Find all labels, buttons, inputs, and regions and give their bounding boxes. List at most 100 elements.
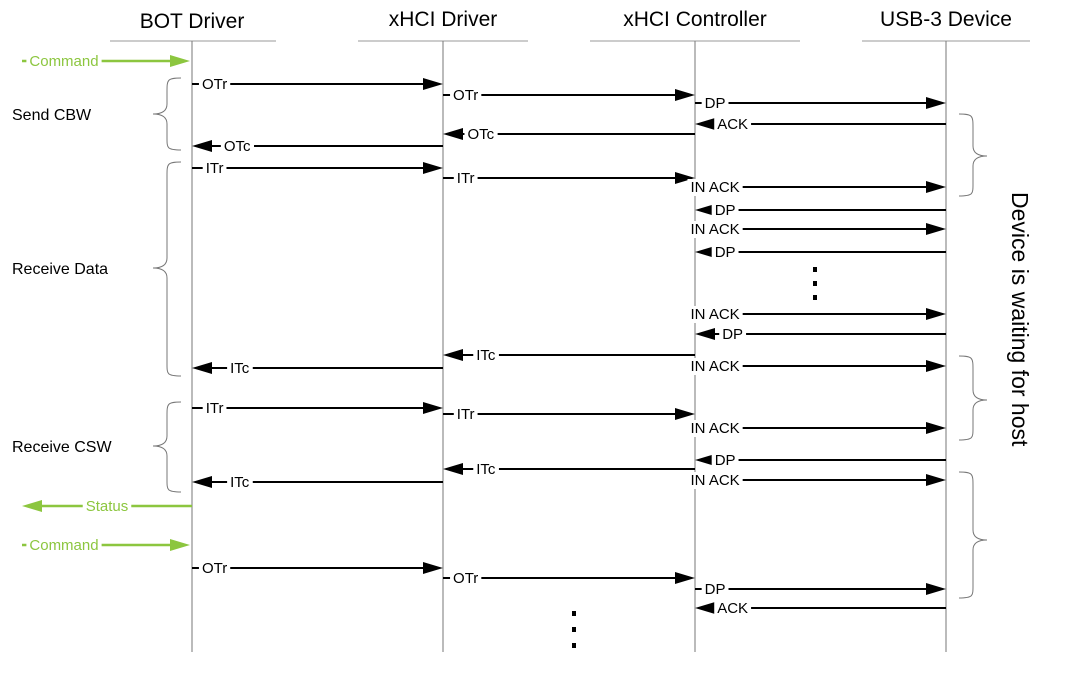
message-label: OTr	[202, 76, 227, 93]
message-label-backdrop	[26, 53, 102, 70]
ellipsis-dot	[813, 295, 817, 300]
lifeline-label-xhci-controller: xHCI Controller	[623, 8, 767, 31]
lifeline-xhci-controller: xHCI Controller	[590, 8, 800, 652]
message-label: ITr	[206, 160, 224, 177]
message: ACK	[695, 116, 946, 133]
message-label-backdrop	[450, 87, 482, 104]
message-label: IN ACK	[690, 179, 739, 196]
message-arrowhead	[192, 476, 212, 488]
message-label-backdrop	[687, 179, 743, 196]
message-arrowhead	[443, 349, 463, 361]
message-label-backdrop	[450, 570, 482, 587]
message: ITc	[192, 360, 443, 377]
message: OTr	[192, 76, 443, 93]
ellipsis-dot	[572, 643, 576, 648]
lifeline-label-usb3-device: USB-3 Device	[880, 8, 1012, 31]
message-label: ITc	[476, 461, 496, 478]
message-label: ITc	[476, 347, 496, 364]
message-label-backdrop	[26, 537, 102, 554]
message-label: DP	[715, 244, 736, 261]
phase-receive-data: Receive Data	[12, 161, 182, 377]
message-label: IN ACK	[690, 420, 739, 437]
message-label: DP	[715, 452, 736, 469]
message-arrowhead	[675, 172, 695, 184]
message-label-backdrop	[719, 326, 747, 343]
message: DP	[695, 452, 946, 469]
message-arrowhead	[695, 204, 715, 216]
message-arrowhead	[170, 539, 190, 551]
message-label: ITr	[457, 406, 475, 423]
message: ITr	[192, 400, 443, 417]
external-message: Command	[22, 537, 190, 554]
message-arrowhead	[423, 402, 443, 414]
message: OTr	[443, 87, 695, 104]
phase-label-receive-data: Receive Data	[12, 261, 108, 278]
message: ITr	[443, 170, 695, 187]
message-label: Status	[86, 498, 129, 515]
message-arrowhead	[926, 583, 946, 595]
message: ITr	[192, 160, 443, 177]
message: ITc	[192, 474, 443, 491]
message-arrowhead	[675, 89, 695, 101]
phase-braces: Send CBW Receive Data Receive CSW	[12, 77, 182, 493]
message-label: IN ACK	[690, 306, 739, 323]
message-label: IN ACK	[690, 358, 739, 375]
lifeline-label-bot-driver: BOT Driver	[140, 10, 245, 33]
message-label-backdrop	[220, 138, 255, 155]
message-label: IN ACK	[690, 221, 739, 238]
message: DP	[695, 202, 946, 219]
message-label: ITr	[206, 400, 224, 417]
brace-send-cbw	[152, 77, 182, 151]
message-arrowhead	[695, 246, 715, 258]
message: DP	[695, 95, 946, 112]
ellipsis-dot	[572, 611, 576, 616]
message: ITc	[443, 347, 695, 364]
message: OTr	[443, 570, 695, 587]
message: DP	[695, 581, 946, 598]
message-label-backdrop	[82, 498, 132, 515]
message-arrowhead	[22, 500, 42, 512]
lifeline-label-xhci-driver: xHCI Driver	[389, 8, 498, 31]
message-label-backdrop	[198, 76, 231, 93]
device-wait-braces	[958, 113, 988, 599]
message-label: ITc	[230, 474, 250, 491]
message-label: Command	[29, 537, 98, 554]
message: IN ACK	[687, 472, 946, 489]
message-label-backdrop	[198, 560, 231, 577]
message-label-backdrop	[711, 202, 739, 219]
message-label-backdrop	[453, 406, 478, 423]
message: ITc	[443, 461, 695, 478]
message-label: ITr	[457, 170, 475, 187]
message-arrowhead	[695, 454, 715, 466]
message-label-backdrop	[227, 474, 253, 491]
message-label: OTr	[453, 570, 478, 587]
message-label-backdrop	[701, 581, 729, 598]
message-label-backdrop	[714, 116, 752, 133]
message-label-backdrop	[473, 461, 499, 478]
message-arrowhead	[926, 308, 946, 320]
message-arrowhead	[423, 78, 443, 90]
phase-receive-csw: Receive CSW	[12, 401, 182, 493]
wait-brace	[958, 471, 988, 599]
message-label-backdrop	[711, 244, 739, 261]
message-label-backdrop	[714, 600, 752, 617]
message-label: OTr	[202, 560, 227, 577]
message-arrowhead	[170, 55, 190, 67]
message: ITr	[443, 406, 695, 423]
message: IN ACK	[687, 358, 946, 375]
message: DP	[695, 244, 946, 261]
message-arrowhead	[423, 562, 443, 574]
device-waiting-note: Device is waiting for host	[1007, 192, 1033, 447]
message-arrowhead	[926, 97, 946, 109]
message-label: Command	[29, 53, 98, 70]
message-label: OTr	[453, 87, 478, 104]
external-message: Status	[22, 498, 192, 515]
message-label-backdrop	[464, 126, 498, 143]
phase-label-send-cbw: Send CBW	[12, 107, 92, 124]
message-arrowhead	[443, 463, 463, 475]
message: ACK	[695, 600, 946, 617]
message-label: ACK	[717, 600, 748, 617]
lifeline-xhci-driver: xHCI Driver	[358, 8, 528, 652]
